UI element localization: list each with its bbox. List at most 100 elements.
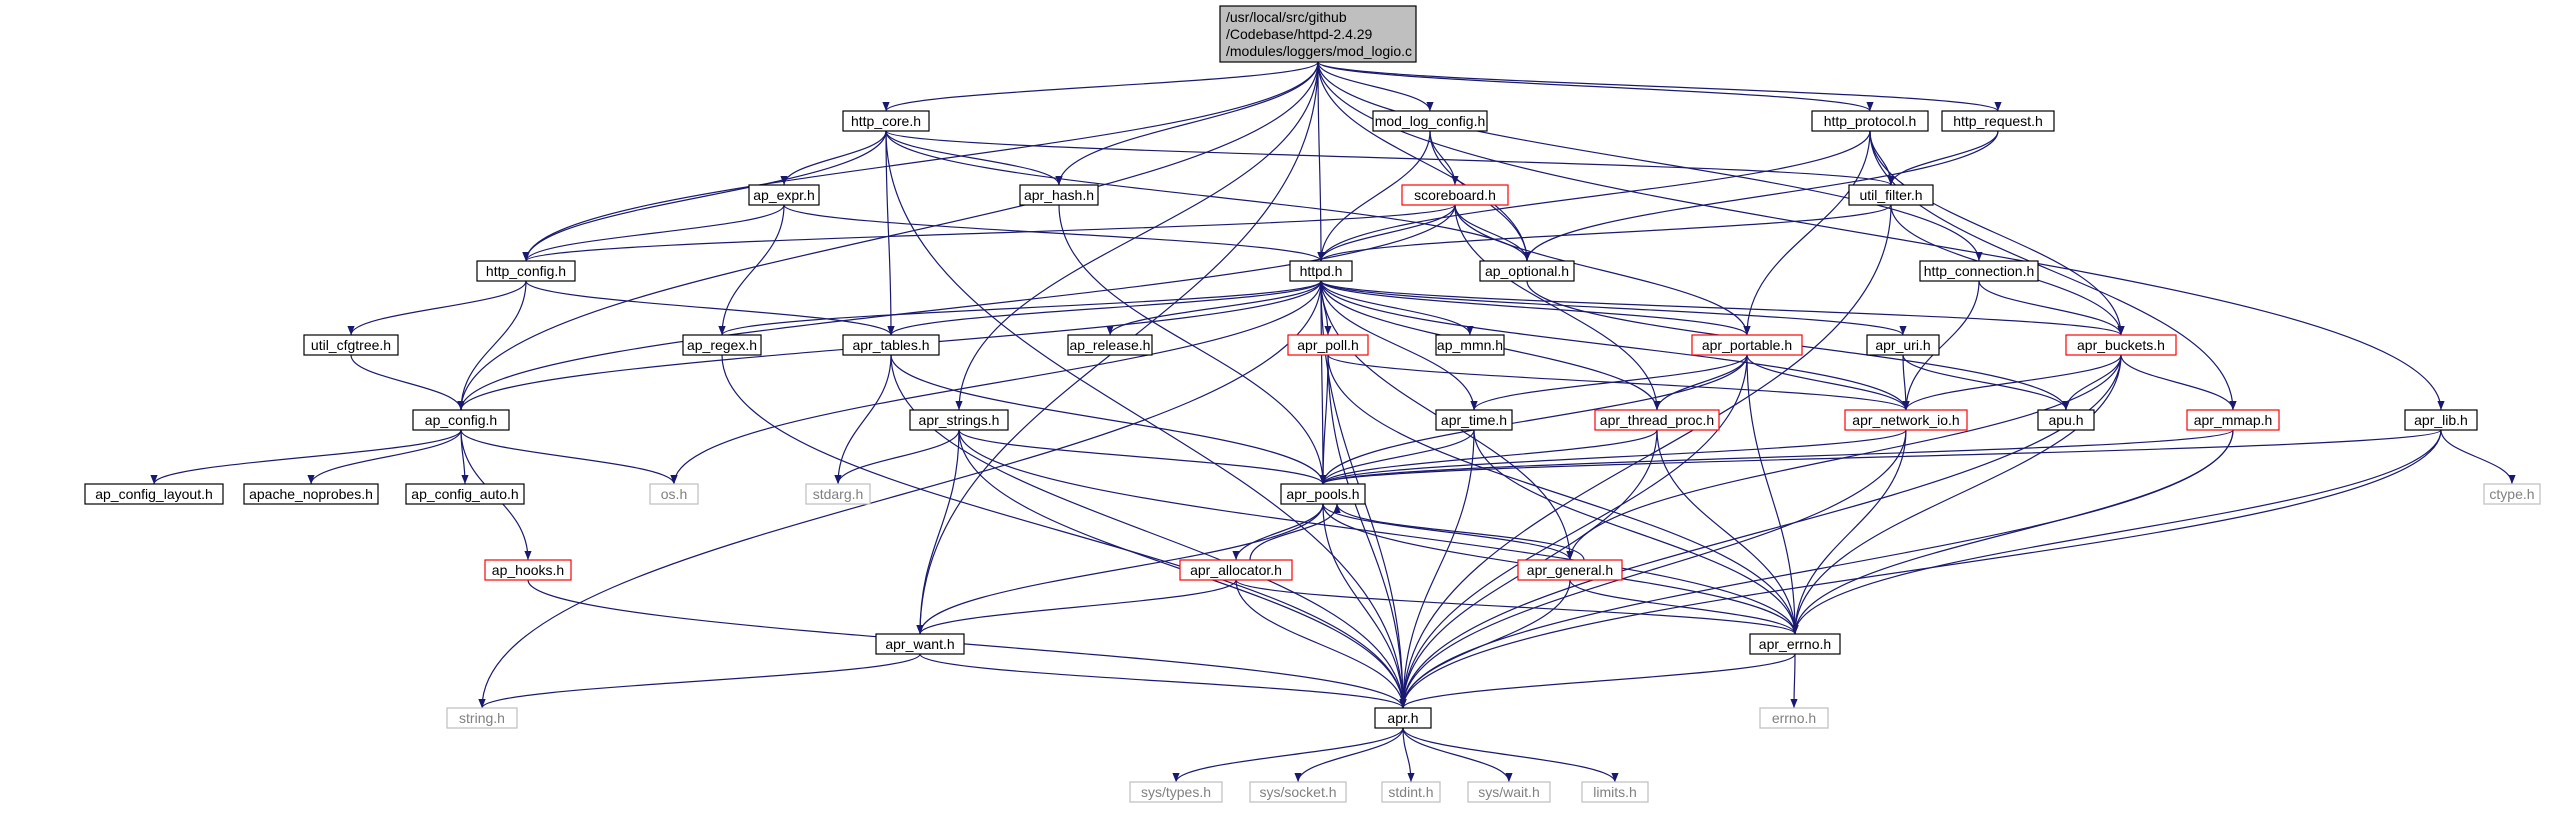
node-stdint[interactable]: stdint.h: [1381, 781, 1441, 803]
node-apr-time[interactable]: apr_time.h: [1435, 409, 1513, 431]
edge-apr-portable-to-apr-pools: [1319, 354, 1748, 485]
node-apr-mmap[interactable]: apr_mmap.h: [2186, 409, 2280, 431]
node-apr-thread-proc[interactable]: apr_thread_proc.h: [1594, 409, 1720, 431]
node-scoreboard[interactable]: scoreboard.h: [1401, 184, 1509, 206]
node-box: [1435, 334, 1505, 356]
edge-httpd-to-ap-release: [1106, 280, 1322, 336]
edge-httpd-to-ap-mmn: [1320, 280, 1474, 336]
node-mod-log-config[interactable]: mod_log_config.h: [1372, 110, 1488, 132]
node-label: apr_uri.h: [1875, 337, 1930, 353]
node-ap-hooks[interactable]: ap_hooks.h: [484, 559, 572, 581]
node-box: [1287, 334, 1369, 356]
node-apr-errno[interactable]: apr_errno.h: [1749, 633, 1841, 655]
node-http-protocol[interactable]: http_protocol.h: [1811, 110, 1929, 132]
node-sys-socket[interactable]: sys/socket.h: [1249, 781, 1347, 803]
node-apr-tables[interactable]: apr_tables.h: [842, 334, 940, 356]
node-ap-expr[interactable]: ap_expr.h: [748, 184, 820, 206]
node-apr-lib[interactable]: apr_lib.h: [2404, 409, 2478, 431]
node-box: [1866, 334, 1940, 356]
node-ap-release[interactable]: ap_release.h: [1067, 334, 1153, 356]
edge-http-config-to-apr-tables: [525, 280, 895, 336]
edge-apr-buckets-to-apr: [1399, 354, 2122, 709]
edge-apr-poll-to-apr-network-io: [1327, 354, 1910, 411]
edge-root-to-mod-log-config: [1317, 61, 1434, 112]
edge-apr-portable-to-apr: [1399, 354, 1748, 709]
node-label: stdarg.h: [813, 486, 864, 502]
node-label: /usr/local/src/github: [1226, 9, 1347, 25]
node-label: /modules/loggers/mod_logio.c: [1226, 43, 1412, 59]
node-apr-uri[interactable]: apr_uri.h: [1866, 334, 1940, 356]
node-label: string.h: [459, 710, 505, 726]
node-sys-types[interactable]: sys/types.h: [1129, 781, 1223, 803]
node-root[interactable]: /usr/local/src/github/Codebase/httpd-2.4…: [1219, 5, 1417, 63]
node-ctype[interactable]: ctype.h: [2483, 483, 2541, 505]
edge-apr-uri-to-apu: [1902, 354, 2070, 411]
node-apr[interactable]: apr.h: [1374, 707, 1432, 729]
node-label: apr_errno.h: [1759, 636, 1831, 652]
node-httpd[interactable]: httpd.h: [1289, 260, 1353, 282]
edge-apr-buckets-to-apr-errno: [1791, 354, 2122, 635]
node-errno[interactable]: errno.h: [1759, 707, 1829, 729]
node-apr-pools[interactable]: apr_pools.h: [1280, 483, 1366, 505]
node-ap-config-auto[interactable]: ap_config_auto.h: [405, 483, 525, 505]
node-apache-noprobes[interactable]: apache_noprobes.h: [243, 483, 379, 505]
node-label: apr_strings.h: [919, 412, 1000, 428]
edge-apr-want-to-string: [478, 653, 921, 709]
node-label: apu.h: [2048, 412, 2083, 428]
edge-apr-strings-to-apr-pools: [958, 429, 1327, 485]
edge-apr-portable-to-apr-thread-proc: [1653, 354, 1748, 411]
node-apr-buckets[interactable]: apr_buckets.h: [2065, 334, 2177, 356]
edge-http-config-to-ap-config: [457, 280, 527, 411]
edge-ap-config-to-os: [460, 429, 678, 485]
node-ap-config-layout[interactable]: ap_config_layout.h: [84, 483, 224, 505]
node-apr-poll[interactable]: apr_poll.h: [1287, 334, 1369, 356]
node-ap-optional[interactable]: ap_optional.h: [1479, 260, 1575, 282]
node-apr-allocator[interactable]: apr_allocator.h: [1179, 559, 1293, 581]
node-util-cfgtree[interactable]: util_cfgtree.h: [303, 334, 399, 356]
edge-apr-general-to-apr: [1399, 579, 1571, 709]
node-http-request[interactable]: http_request.h: [1941, 110, 2055, 132]
node-apr-want[interactable]: apr_want.h: [875, 633, 965, 655]
node-http-connection[interactable]: http_connection.h: [1919, 260, 2039, 282]
node-string[interactable]: string.h: [446, 707, 518, 729]
node-box: [2037, 409, 2095, 431]
node-box: [446, 707, 518, 729]
node-box: [1941, 110, 2055, 132]
node-box: [1372, 110, 1488, 132]
edge-ap-expr-to-http-config: [522, 204, 785, 262]
node-http-core[interactable]: http_core.h: [842, 110, 930, 132]
node-apr-portable[interactable]: apr_portable.h: [1691, 334, 1803, 356]
edge-apr-allocator-to-apr: [1235, 579, 1407, 709]
node-label: ap_expr.h: [753, 187, 815, 203]
edge-httpd-to-apr-buckets: [1320, 280, 2125, 336]
node-apr-hash[interactable]: apr_hash.h: [1019, 184, 1099, 206]
node-label: sys/types.h: [1141, 784, 1211, 800]
edge-http-protocol-to-apr-buckets: [1869, 130, 2125, 336]
node-limits[interactable]: limits.h: [1581, 781, 1649, 803]
node-apr-network-io[interactable]: apr_network_io.h: [1844, 409, 1968, 431]
edge-apr-network-io-to-apr-errno: [1791, 429, 1907, 635]
node-sys-wait[interactable]: sys/wait.h: [1467, 781, 1551, 803]
edge-apr-poll-to-apr-pools: [1319, 354, 1329, 485]
node-ap-regex[interactable]: ap_regex.h: [682, 334, 762, 356]
node-label: util_filter.h: [1859, 187, 1922, 203]
edge-root-to-http-config: [522, 61, 1319, 262]
node-stdarg[interactable]: stdarg.h: [805, 483, 871, 505]
node-http-config[interactable]: http_config.h: [476, 260, 576, 282]
edge-scoreboard-to-httpd: [1317, 204, 1456, 262]
node-ap-config[interactable]: ap_config.h: [412, 409, 510, 431]
node-label: apr_hash.h: [1024, 187, 1094, 203]
node-os[interactable]: os.h: [649, 483, 699, 505]
node-label: sys/socket.h: [1259, 784, 1336, 800]
edge-http-core-to-http-config: [522, 130, 887, 262]
node-ap-mmn[interactable]: ap_mmn.h: [1435, 334, 1505, 356]
edge-apr-pools-to-apr-want: [916, 503, 1324, 635]
node-label: http_core.h: [851, 113, 921, 129]
node-label: ap_config.h: [425, 412, 497, 428]
node-apu[interactable]: apu.h: [2037, 409, 2095, 431]
node-apr-strings[interactable]: apr_strings.h: [909, 409, 1009, 431]
edge-apr-to-limits: [1402, 727, 1619, 783]
node-util-filter[interactable]: util_filter.h: [1848, 184, 1934, 206]
edge-scoreboard-to-ap-optional: [1454, 204, 1531, 262]
node-apr-general[interactable]: apr_general.h: [1517, 559, 1623, 581]
